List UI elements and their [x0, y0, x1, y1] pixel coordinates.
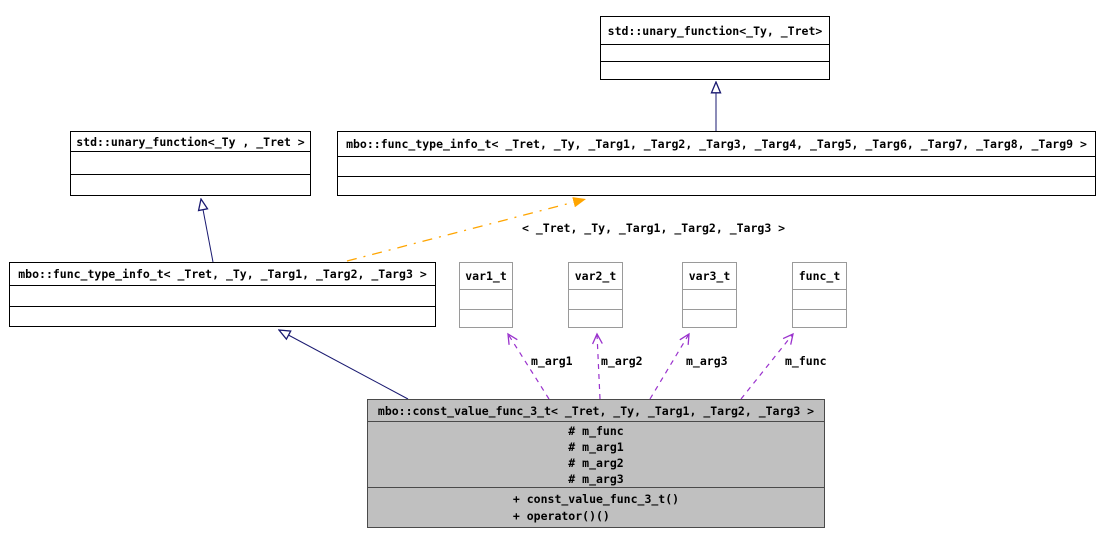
inheritance-edge-constvaluefunc-to-functypeinfo: [279, 330, 409, 400]
class-title: var3_t: [683, 263, 736, 290]
class-title: var1_t: [460, 263, 512, 290]
class-node-std-unary-function-top[interactable]: std::unary_function<_Ty, _Tret>: [600, 16, 830, 80]
method-constructor: + const_value_func_3_t(): [512, 491, 680, 506]
class-node-const-value-func-3-t[interactable]: mbo::const_value_func_3_t< _Tret, _Ty, _…: [367, 399, 825, 528]
empty-methods-compartment: [460, 310, 512, 327]
empty-attributes-compartment: [569, 290, 622, 310]
empty-methods-compartment: [683, 310, 736, 327]
usage-edge-m-arg2: [591, 332, 603, 400]
class-node-func-type-info-wide[interactable]: mbo::func_type_info_t< _Tret, _Ty, _Targ…: [337, 131, 1096, 196]
empty-attributes-compartment: [338, 157, 1095, 177]
template-args-edge-label: < _Tret, _Ty, _Targ1, _Targ2, _Targ3 >: [522, 221, 786, 235]
attributes-compartment: # m_func # m_arg1 # m_arg2 # m_arg3: [368, 422, 824, 488]
class-title: std::unary_function<_Ty , _Tret >: [71, 132, 310, 152]
empty-methods-compartment: [793, 310, 846, 327]
empty-methods-compartment: [10, 307, 435, 326]
attribute-m-arg3: # m_arg3: [568, 471, 624, 486]
empty-methods-compartment: [338, 177, 1095, 195]
empty-methods-compartment: [601, 62, 829, 79]
usage-edge-m-arg1: [507, 332, 550, 400]
empty-attributes-compartment: [683, 290, 736, 310]
empty-methods-compartment: [569, 310, 622, 327]
class-node-func-t[interactable]: func_t: [792, 262, 847, 328]
class-title: mbo::func_type_info_t< _Tret, _Ty, _Targ…: [10, 263, 435, 286]
class-title: mbo::func_type_info_t< _Tret, _Ty, _Targ…: [338, 132, 1095, 157]
class-title: std::unary_function<_Ty, _Tret>: [601, 17, 829, 45]
m-arg1-edge-label: m_arg1: [531, 354, 573, 368]
class-title: func_t: [793, 263, 846, 290]
attribute-m-arg2: # m_arg2: [568, 455, 624, 470]
usage-edge-m-arg3: [649, 332, 690, 400]
empty-methods-compartment: [71, 175, 310, 195]
class-title: var2_t: [569, 263, 622, 290]
class-node-var1-t[interactable]: var1_t: [459, 262, 513, 328]
methods-compartment: + const_value_func_3_t() + operator()(): [368, 488, 824, 527]
empty-attributes-compartment: [793, 290, 846, 310]
m-func-edge-label: m_func: [785, 354, 827, 368]
class-node-std-unary-function-left[interactable]: std::unary_function<_Ty , _Tret >: [70, 131, 311, 196]
class-title: mbo::const_value_func_3_t< _Tret, _Ty, _…: [368, 400, 824, 422]
m-arg3-edge-label: m_arg3: [686, 354, 728, 368]
usage-edge-m-func: [740, 332, 794, 400]
empty-attributes-compartment: [10, 286, 435, 307]
inheritance-edge-functypeinfo-to-unaryfunction: [201, 199, 214, 263]
class-node-var3-t[interactable]: var3_t: [682, 262, 737, 328]
method-operator-call: + operator()(): [512, 508, 610, 523]
class-node-var2-t[interactable]: var2_t: [568, 262, 623, 328]
empty-attributes-compartment: [71, 152, 310, 175]
class-node-func-type-info[interactable]: mbo::func_type_info_t< _Tret, _Ty, _Targ…: [9, 262, 436, 327]
empty-attributes-compartment: [601, 45, 829, 62]
m-arg2-edge-label: m_arg2: [601, 354, 643, 368]
empty-attributes-compartment: [460, 290, 512, 310]
attribute-m-func: # m_func: [568, 423, 624, 438]
attribute-m-arg1: # m_arg1: [568, 439, 624, 454]
